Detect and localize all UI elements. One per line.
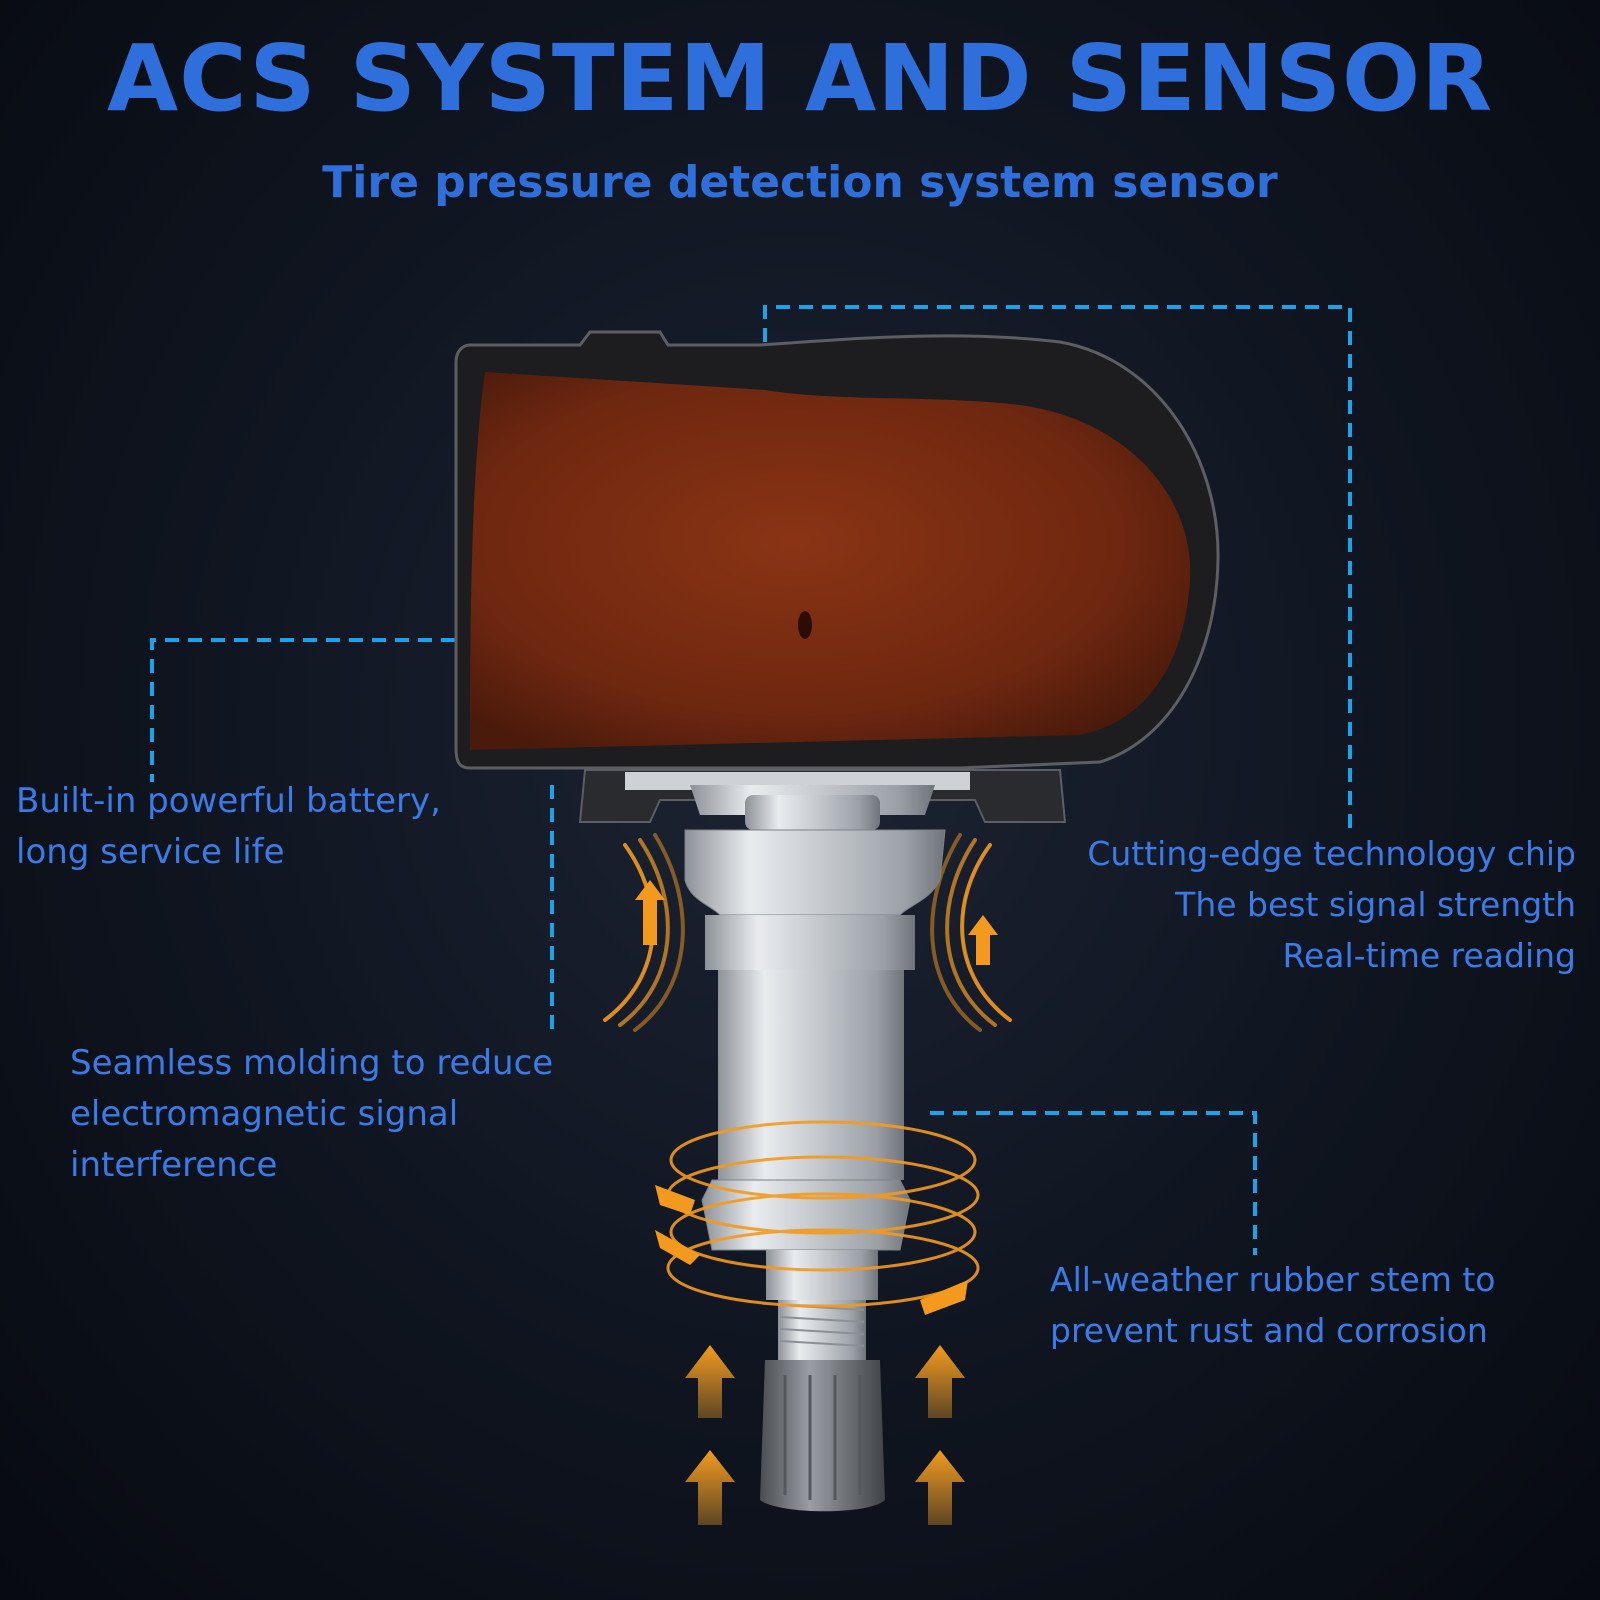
arrow-up-icon — [915, 1450, 965, 1525]
callout-line-chip — [763, 305, 1352, 830]
ring-arrows — [655, 1185, 968, 1315]
arrow-up-icon — [685, 1450, 735, 1525]
feature-stem-line2: prevent rust and corrosion — [1050, 1311, 1488, 1350]
feature-battery-line1: Built-in powerful battery, — [16, 781, 441, 821]
feature-molding: Seamless molding to reduce electromagnet… — [70, 1038, 553, 1191]
feature-stem: All-weather rubber stem to prevent rust … — [1050, 1254, 1495, 1356]
feature-chip-line2: The best signal strength — [1175, 885, 1576, 924]
sensor-housing — [454, 330, 1220, 823]
feature-molding-line3: interference — [70, 1145, 278, 1185]
callout-lines — [150, 305, 1352, 1255]
feature-chip-line3: Real-time reading — [1282, 936, 1576, 975]
arrow-up-icon — [635, 880, 665, 945]
arrow-icon — [920, 1280, 968, 1315]
feature-battery: Built-in powerful battery, long service … — [16, 776, 441, 878]
feature-molding-line2: electromagnetic signal — [70, 1094, 459, 1134]
valve-stem — [684, 785, 946, 1512]
sensor-marking — [798, 611, 812, 639]
arrow-up-icon — [915, 1345, 965, 1418]
feature-battery-line2: long service life — [16, 832, 285, 872]
feature-chip: Cutting-edge technology chip The best si… — [1087, 828, 1576, 981]
arrow-up-icon — [685, 1345, 735, 1418]
callout-line-battery — [150, 638, 455, 782]
arrow-up-icon — [968, 915, 998, 965]
up-signal-arrows — [635, 880, 998, 965]
arrow-icon — [655, 1230, 700, 1265]
arrow-icon — [655, 1185, 695, 1215]
feature-molding-line1: Seamless molding to reduce — [70, 1043, 554, 1083]
feature-stem-line1: All-weather rubber stem to — [1050, 1260, 1496, 1299]
pressure-arrows — [685, 1345, 965, 1525]
page-title: ACS SYSTEM AND SENSOR — [106, 25, 1494, 132]
page-subtitle: Tire pressure detection system sensor — [322, 157, 1278, 208]
callout-line-stem — [930, 1111, 1257, 1255]
feature-chip-line1: Cutting-edge technology chip — [1087, 834, 1576, 873]
